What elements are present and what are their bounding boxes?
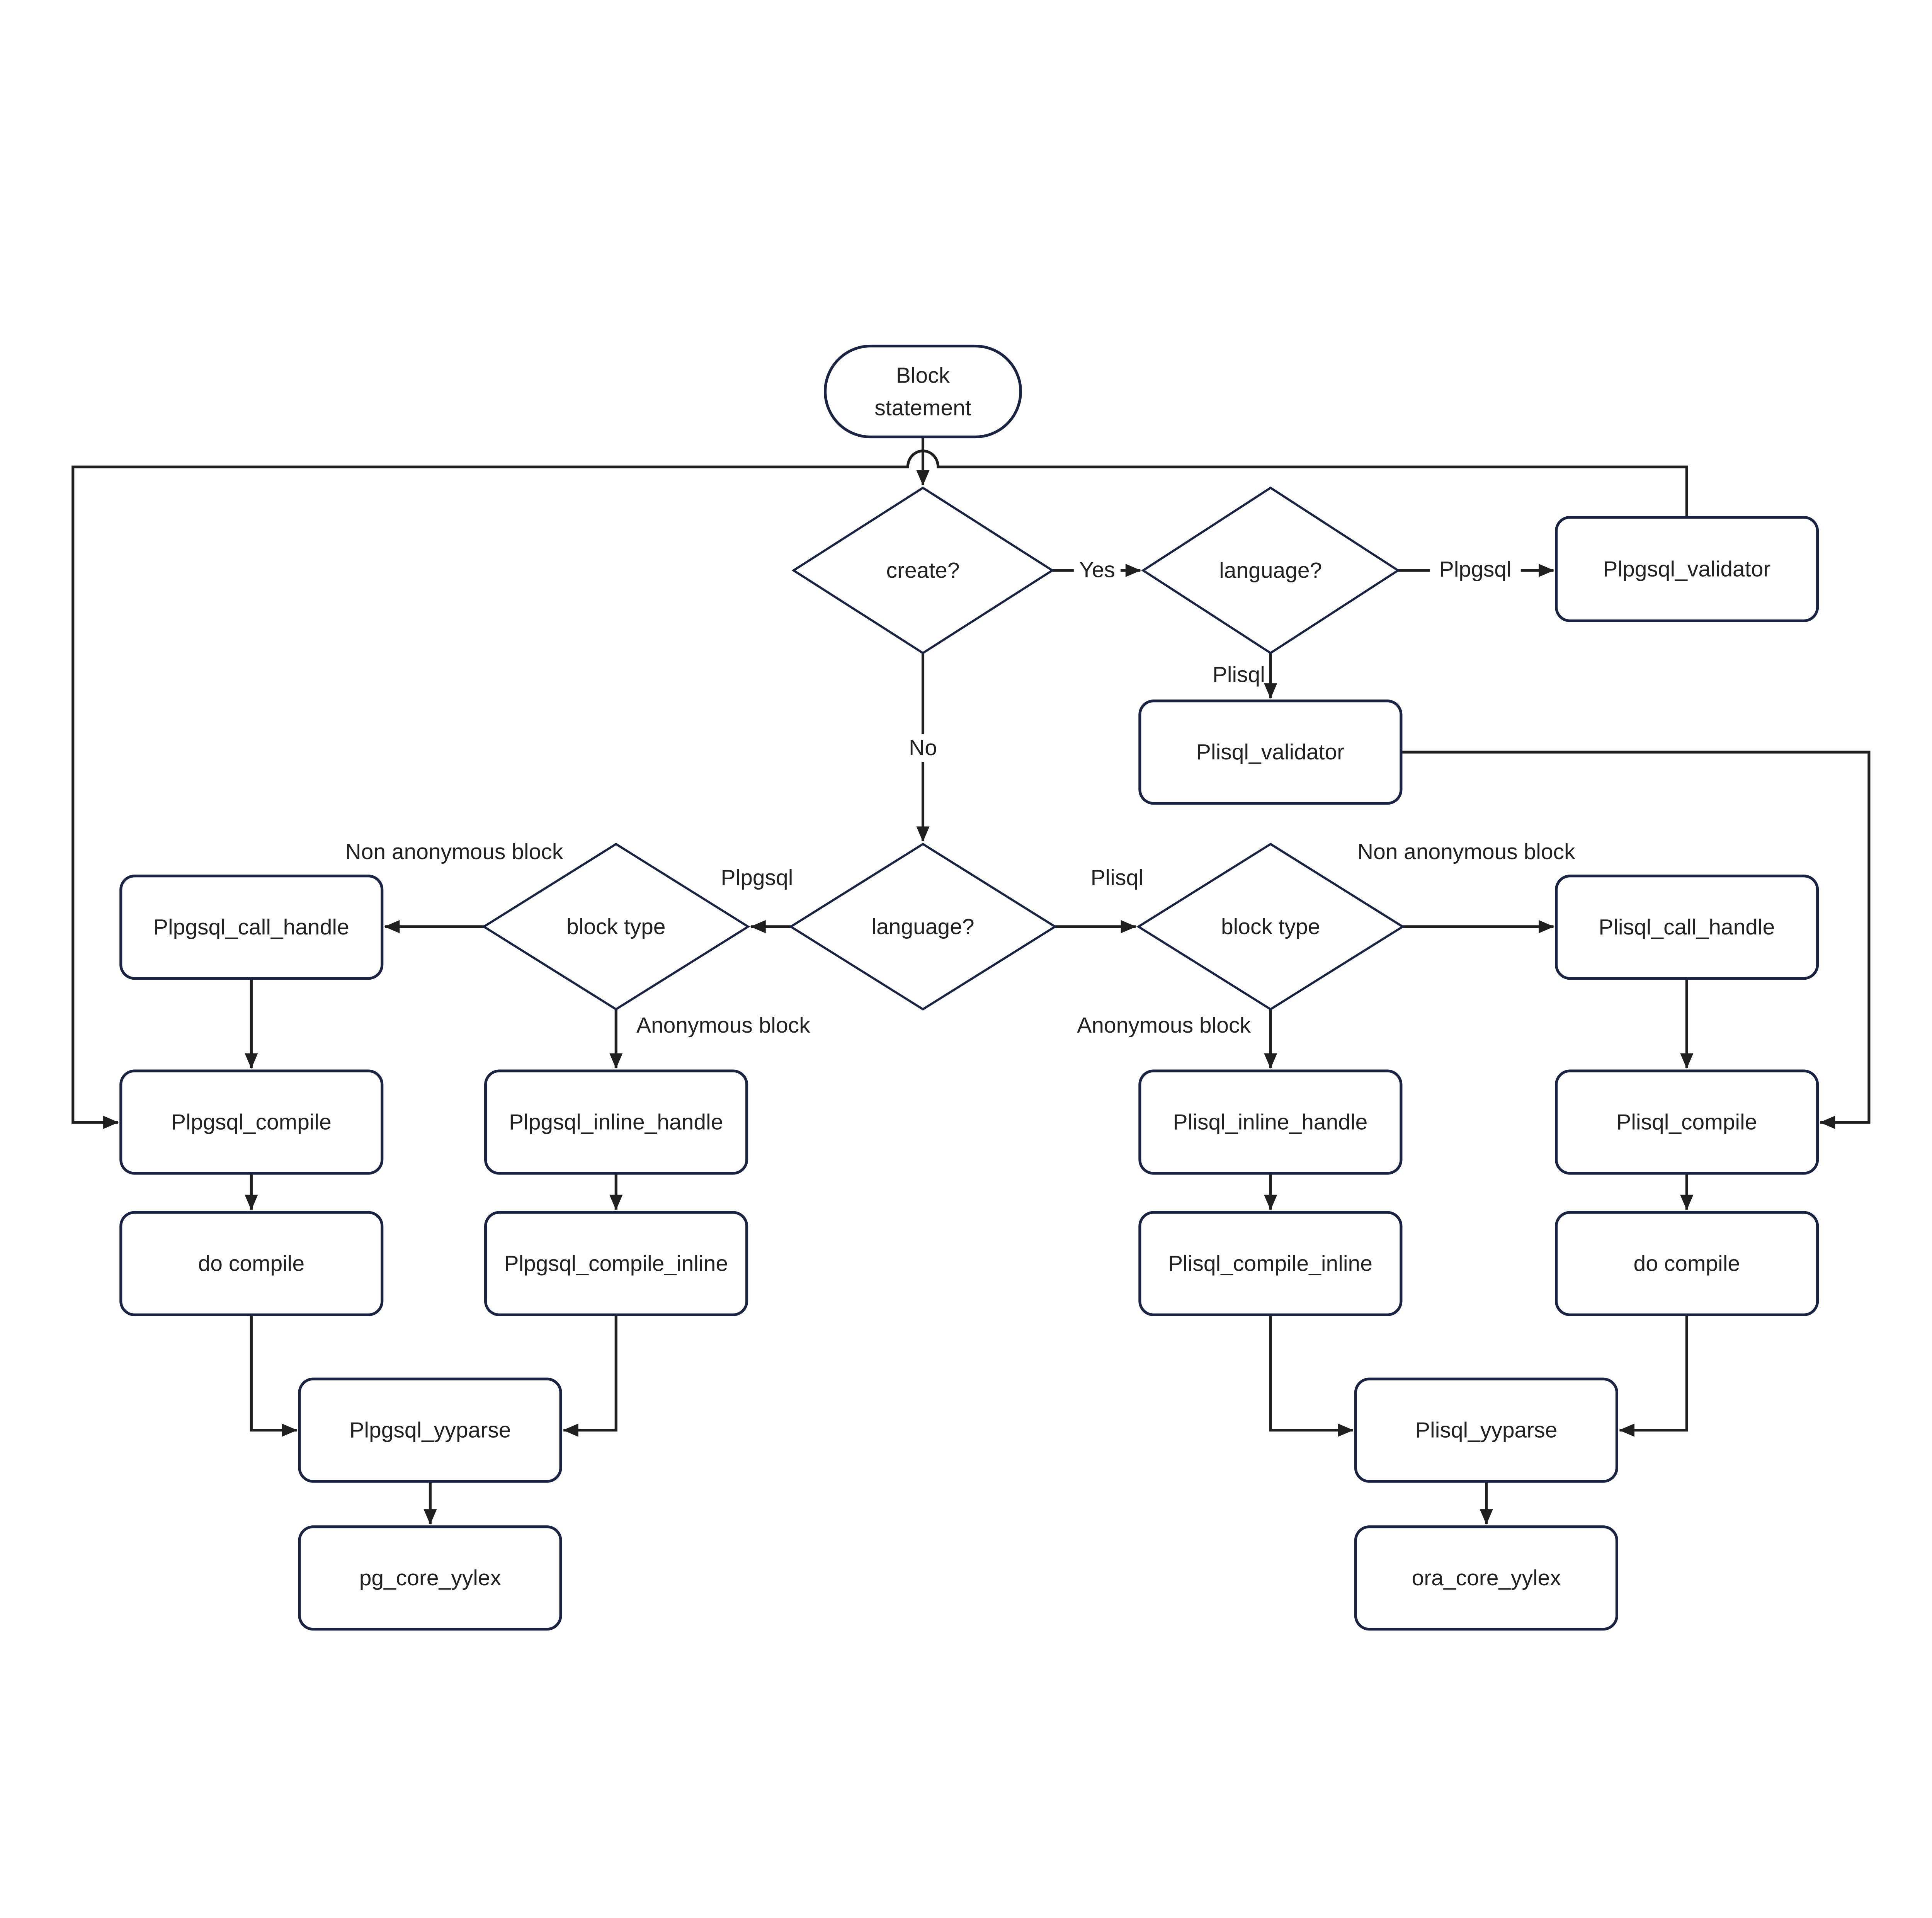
node-language-mid-decision-label: language? [871,914,974,939]
node-plpgsql-validator: Plpgsql_validator [1555,516,1819,622]
node-plisql-validator: Plisql_validator [1138,699,1403,805]
node-block-statement: Block statement [824,344,1022,439]
edge-label-plpgsql-top-bg [1430,554,1521,587]
node-plisql-yyparse-shape [1354,1377,1618,1483]
node-plpgsql-call-handle-shape [119,875,384,980]
node-plpgsql-inline-handle-label: Plpgsql_inline_handle [509,1110,723,1135]
node-plpgsql-compile-shape [119,1069,384,1175]
node-plisql-compile: Plisql_compile [1555,1069,1819,1175]
nodes: Block statement create? language? Plpgsq… [119,344,1819,1631]
node-plisql-inline-handle-label: Plisql_inline_handle [1173,1110,1368,1135]
node-plpgsql-call-handle: Plpgsql_call_handle [119,875,384,980]
edge-label-plisql-top: Plisql [1213,662,1265,687]
node-block-type-right-decision: block type [1136,842,1405,1011]
node-block-statement-shape [824,344,1022,439]
node-plpgsql-compile-inline-label: Plpgsql_compile_inline [504,1251,728,1276]
node-pg-core-yylex: pg_core_yylex [298,1525,562,1631]
edge-label-no: No [909,735,937,760]
node-block-statement-label-line2: statement [874,396,971,420]
node-plisql-call-handle: Plisql_call_handle [1555,875,1819,980]
node-pg-core-yylex-label: pg_core_yylex [359,1566,501,1590]
node-block-type-right-decision-label: block type [1221,914,1320,939]
node-do-compile-right-shape [1555,1211,1819,1316]
edge-label-plpgsql-mid: Plpgsql [721,865,793,890]
node-block-type-right-decision-shape [1136,842,1405,1011]
edge-plpgsql-compile-inline-to-yyparse [563,1315,617,1437]
node-plisql-compile-shape [1555,1069,1819,1175]
node-create-decision-shape [791,486,1054,655]
node-block-type-left-decision-shape [481,842,750,1011]
edge-label-non-anonymous-left: Non anonymous block [345,839,563,864]
node-plpgsql-call-handle-label: Plpgsql_call_handle [153,915,349,939]
node-plisql-inline-handle-shape [1138,1069,1403,1175]
node-plisql-yyparse: Plisql_yyparse [1354,1377,1618,1483]
node-plisql-validator-label: Plisql_validator [1196,740,1344,764]
node-ora-core-yylex-label: ora_core_yylex [1412,1566,1561,1590]
node-plpgsql-compile-label: Plpgsql_compile [171,1110,332,1135]
node-plpgsql-compile-inline-shape [484,1211,748,1316]
edge-plisql-compile-inline-to-yyparse [1269,1315,1354,1437]
node-do-compile-right-label: do compile [1634,1251,1740,1276]
node-plpgsql-yyparse-label: Plpgsql_yyparse [349,1418,511,1443]
edge-do-compile-left-to-yyparse [250,1315,298,1437]
node-block-type-left-decision-label: block type [566,914,666,939]
node-plpgsql-validator-label: Plpgsql_validator [1603,557,1770,581]
node-plisql-compile-inline-label: Plisql_compile_inline [1168,1251,1372,1276]
node-language-mid-decision: language? [789,842,1057,1011]
node-plpgsql-inline-handle-shape [484,1069,748,1175]
node-plpgsql-yyparse: Plpgsql_yyparse [298,1377,562,1483]
edge-label-yes: Yes [1079,558,1115,582]
node-plpgsql-inline-handle: Plpgsql_inline_handle [484,1069,748,1175]
node-plpgsql-yyparse-shape [298,1377,562,1483]
edge-label-anonymous-right: Anonymous block [1077,1013,1251,1038]
node-plpgsql-compile-inline: Plpgsql_compile_inline [484,1211,748,1316]
edge-label-no-bg [902,734,944,762]
node-plisql-yyparse-label: Plisql_yyparse [1415,1418,1557,1443]
node-create-decision-label: create? [886,558,960,583]
node-plpgsql-validator-shape [1555,516,1819,622]
node-language-top-decision: language? [1141,486,1400,655]
node-pg-core-yylex-shape [298,1525,562,1631]
edge-do-compile-right-to-yyparse [1619,1315,1688,1437]
node-plisql-validator-shape [1138,699,1403,805]
node-do-compile-left: do compile [119,1211,384,1316]
node-language-top-decision-shape [1141,486,1400,655]
edge-label-plisql-mid: Plisql [1091,865,1143,890]
node-do-compile-left-label: do compile [198,1251,305,1276]
edge-label-non-anonymous-right: Non anonymous block [1357,839,1575,864]
node-do-compile-right: do compile [1555,1211,1819,1316]
node-language-mid-decision-shape [789,842,1057,1011]
node-block-statement-label-line1: Block [896,363,950,388]
node-do-compile-left-shape [119,1211,384,1316]
node-plisql-call-handle-shape [1555,875,1819,980]
edge-label-anonymous-left: Anonymous block [636,1013,810,1038]
node-plisql-compile-label: Plisql_compile [1616,1110,1757,1135]
node-block-type-left-decision: block type [481,842,750,1011]
node-plpgsql-compile: Plpgsql_compile [119,1069,384,1175]
edge-plisql-validator-to-plisql-compile [1402,751,1871,1129]
node-create-decision: create? [791,486,1054,655]
edge-label-plpgsql-top: Plpgsql [1439,557,1512,582]
edge-label-yes-bg [1073,556,1121,585]
node-plisql-call-handle-label: Plisql_call_handle [1599,915,1775,939]
edge-labels: Yes Plpgsql Plisql No Plpgsql Plisql Non… [345,554,1575,1038]
node-plisql-compile-inline: Plisql_compile_inline [1138,1211,1403,1316]
node-ora-core-yylex: ora_core_yylex [1354,1525,1618,1631]
node-plisql-compile-inline-shape [1138,1211,1403,1316]
node-language-top-decision-label: language? [1219,558,1322,583]
node-plisql-inline-handle: Plisql_inline_handle [1138,1069,1403,1175]
edges [71,437,1871,1525]
node-ora-core-yylex-shape [1354,1525,1618,1631]
edge-plpgsql-validator-to-plpgsql-compile [71,449,1688,1129]
